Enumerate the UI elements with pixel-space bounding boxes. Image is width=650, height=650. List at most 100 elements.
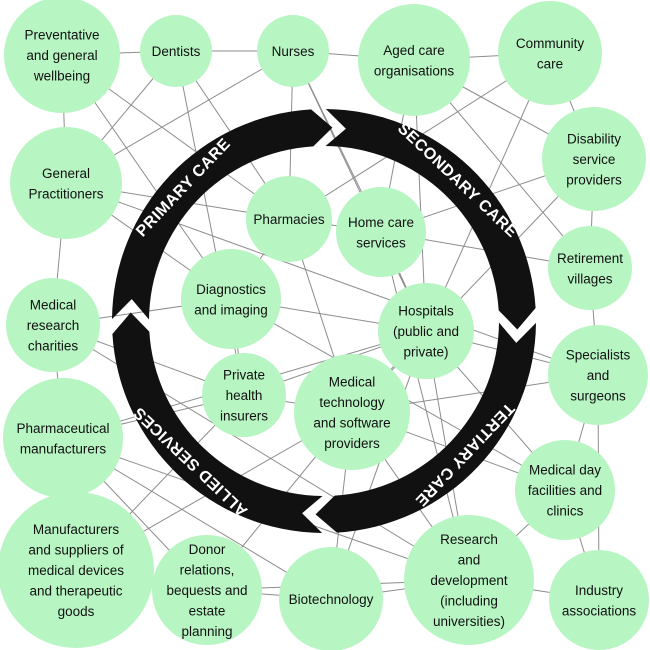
node-dentists: Dentists: [140, 15, 212, 87]
node-label-line: and: [458, 553, 481, 568]
node-label-line: research: [27, 318, 80, 333]
node-label: Home care services: [348, 215, 414, 251]
node-biotech: Biotechnology: [279, 547, 383, 650]
node-circle: [202, 353, 286, 437]
node-label-line: Retirement: [557, 251, 623, 266]
node-label-line: development: [430, 573, 508, 588]
node-circle: [4, 0, 120, 113]
node-label-line: Medical: [329, 374, 376, 389]
node-label: Pharmacies: [253, 212, 325, 227]
node-label-line: services: [356, 235, 406, 250]
node-label-line: and imaging: [194, 302, 268, 317]
node-label-line: Disability: [567, 132, 621, 147]
node-circle: [378, 283, 474, 379]
node-circle: [6, 278, 100, 372]
node-pharma: Pharmaceutical manufacturers: [3, 378, 123, 498]
node-circle: [404, 515, 534, 645]
node-label-line: (including: [440, 594, 498, 609]
node-circle: [152, 535, 262, 645]
node-label-line: charities: [28, 339, 79, 354]
node-label-line: providers: [324, 436, 380, 451]
node-label-line: care: [537, 56, 563, 71]
node-nurses: Nurses: [257, 15, 329, 87]
node-label-line: Home care: [348, 215, 414, 230]
node-circle: [515, 440, 615, 540]
node-label: Diagnostics and imaging: [194, 282, 268, 318]
node-label-line: Hospitals: [398, 304, 454, 319]
node-label-line: organisations: [374, 63, 455, 78]
node-label-line: providers: [566, 173, 622, 188]
node-circle: [140, 15, 212, 87]
node-label-line: Industry: [575, 583, 623, 598]
node-label-line: and general: [26, 48, 97, 63]
node-label-line: manufacturers: [20, 441, 107, 456]
node-circle: [358, 4, 470, 116]
node-circle: [246, 176, 332, 262]
arrow-shape: [325, 109, 536, 330]
node-circle: [294, 354, 410, 470]
node-label-line: General: [42, 166, 90, 181]
node-label: Biotechnology: [289, 592, 374, 607]
node-label-line: Nurses: [272, 44, 315, 59]
node-label-line: goods: [58, 604, 95, 619]
node-label-line: Pharmacies: [253, 212, 325, 227]
node-home-care: Home care services: [336, 187, 426, 277]
node-label-line: (public and: [393, 324, 459, 339]
node-circle: [336, 187, 426, 277]
node-label-line: relations,: [180, 563, 235, 578]
node-label: Dentists: [152, 44, 201, 59]
node-circle: [542, 107, 646, 211]
node-label-line: Biotechnology: [289, 592, 374, 607]
node-circle: [498, 1, 602, 105]
node-circle: [0, 492, 154, 648]
node-label-line: Diagnostics: [196, 282, 266, 297]
node-circle: [10, 127, 122, 239]
node-label-line: estate: [189, 604, 226, 619]
node-label: Nurses: [272, 44, 315, 59]
node-label-line: Medical day: [529, 463, 601, 478]
node-label-line: medical devices: [28, 563, 124, 578]
node-circle: [3, 378, 123, 498]
node-circle: [549, 550, 649, 650]
edge-disability-medtech: [351, 158, 595, 413]
node-diagnostics: Diagnostics and imaging: [181, 249, 281, 349]
node-label-line: Donor: [189, 542, 226, 557]
arrow-shape: [112, 109, 333, 320]
node-label-line: Practitioners: [28, 186, 103, 201]
node-pharmacies: Pharmacies: [246, 176, 332, 262]
node-label-line: facilities and: [528, 483, 602, 498]
node-label-line: health: [226, 388, 263, 403]
arrow-shape: [112, 312, 323, 533]
node-label-line: service: [573, 152, 616, 167]
node-label-line: universities): [433, 614, 505, 629]
node-label-line: Specialists: [566, 348, 631, 363]
node-circle: [548, 325, 648, 425]
node-label-line: Pharmaceutical: [16, 421, 109, 436]
node-label: Pharmaceutical manufacturers: [16, 421, 109, 457]
node-label-line: insurers: [220, 409, 268, 424]
